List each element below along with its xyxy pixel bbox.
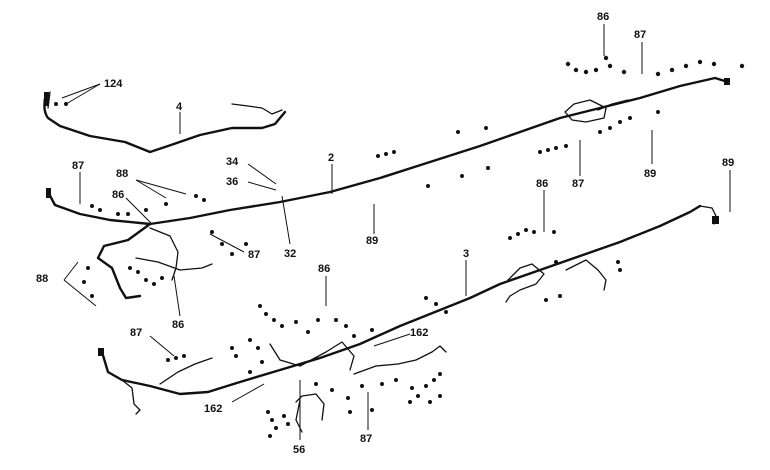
callout-86: 86 [172,319,184,331]
harness-3 [98,204,719,433]
callout-34: 34 [226,156,239,168]
callout-labels: 124 4 86 87 89 87 89 86 2 34 36 32 89 87… [36,11,734,456]
callout-86: 86 [112,189,124,201]
callout-32: 32 [284,248,296,260]
callout-162: 162 [204,403,222,415]
callout-3: 3 [463,248,469,260]
callout-36: 36 [226,176,238,188]
callout-87: 87 [72,160,84,172]
callout-87: 87 [248,249,260,261]
harness-2 [46,76,730,300]
callout-162: 162 [410,327,428,339]
callout-86: 86 [536,178,548,190]
callout-88: 88 [116,168,128,180]
callout-87: 87 [634,29,646,41]
callout-2: 2 [328,152,334,164]
callout-86: 86 [597,11,609,23]
callout-4: 4 [176,101,183,113]
callout-87: 87 [572,178,584,190]
callout-89: 89 [366,235,378,247]
callout-124: 124 [104,78,123,90]
fastener-clips [54,55,745,438]
leader-lines [61,24,731,440]
callout-87: 87 [360,433,372,445]
callout-89: 89 [722,157,734,169]
harness-4 [43,91,287,154]
callout-88: 88 [36,273,48,285]
callout-86: 86 [318,263,330,275]
callout-87: 87 [130,327,142,339]
callout-56: 56 [293,444,305,456]
callout-89: 89 [644,168,656,180]
